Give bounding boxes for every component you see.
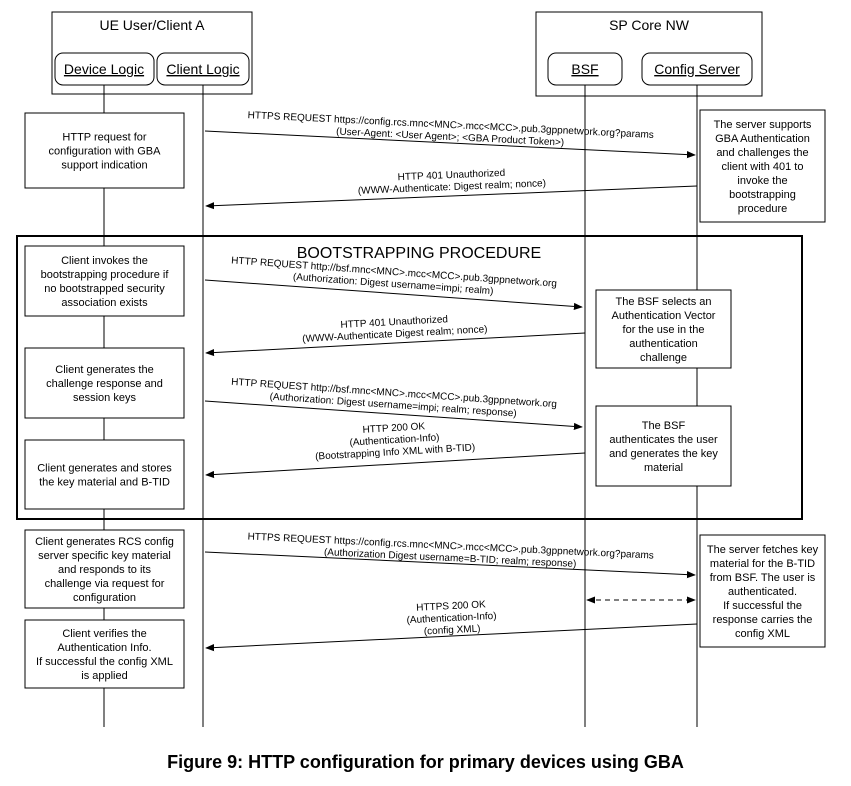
sequence-diagram: UE User/Client A SP Core NW Device Logic…: [16, 11, 826, 727]
message-arrow: [204, 400, 583, 431]
figure-caption: Figure 9: HTTP configuration for primary…: [167, 752, 684, 772]
client-note-line: server specific key material: [38, 550, 171, 562]
bootstrapping-title: BOOTSTRAPPING PROCEDURE: [297, 245, 541, 262]
bsf-box: [547, 52, 623, 86]
client-note-line: Client invokes the: [61, 255, 148, 267]
server-note-line: for the use in the: [623, 324, 705, 336]
bsf-label: BSF: [571, 61, 598, 77]
client-note-line: If successful the config XML: [36, 656, 173, 668]
message-arrow: [205, 623, 698, 652]
message-arrow: [204, 279, 583, 311]
client-logic-box: [156, 52, 250, 86]
server-note-line: authenticates the user: [609, 434, 718, 446]
client-note-box: [24, 347, 185, 419]
server-note-line: The BSF selects an: [616, 296, 712, 308]
server-note-line: invoke the: [737, 175, 787, 187]
client-note-line: challenge via request for: [45, 578, 165, 590]
message-arrow: [205, 332, 586, 357]
message-label-line: HTTP 401 Unauthorized: [397, 168, 505, 183]
server-note-line: config XML: [735, 628, 790, 640]
message-arrow: [204, 551, 696, 579]
server-note-box: [595, 289, 732, 369]
server-note-line: material: [644, 462, 683, 474]
client-logic-label: Client Logic: [166, 61, 239, 77]
client-note-line: is applied: [81, 670, 127, 682]
client-note-line: Client verifies the: [62, 628, 146, 640]
client-note-line: Client generates RCS config: [35, 536, 174, 548]
server-note-line: Authentication Vector: [612, 310, 716, 322]
server-note-line: GBA Authentication: [715, 133, 810, 145]
client-note-line: support indication: [61, 160, 147, 172]
server-note-line: authentication: [629, 338, 698, 350]
client-note-line: association exists: [61, 297, 148, 309]
server-note-line: material for the B-TID: [710, 558, 815, 570]
client-note-box: [24, 245, 185, 317]
bootstrapping-frame: [16, 235, 803, 520]
server-note-box: [699, 109, 826, 223]
client-note-line: bootstrapping procedure if: [41, 269, 170, 281]
client-note-line: no bootstrapped security: [44, 283, 165, 295]
server-note-line: response carries the: [713, 614, 813, 626]
server-note-line: authenticated.: [728, 586, 797, 598]
message-label-line: (config XML): [424, 624, 481, 638]
client-note-line: configuration: [73, 592, 136, 604]
config-server-box: [641, 52, 753, 86]
client-note-line: Client generates and stores: [37, 463, 172, 475]
server-note-line: The server supports: [714, 119, 812, 131]
server-note-line: client with 401 to: [722, 161, 804, 173]
message-label-line: HTTP 200 OK: [362, 421, 425, 436]
server-note-line: procedure: [738, 203, 788, 215]
server-note-box: [699, 534, 826, 648]
server-note-line: bootstrapping: [729, 189, 796, 201]
client-note-line: challenge response and: [46, 378, 163, 390]
message-label-line: (Authentication-Info): [406, 611, 496, 626]
server-note-box: [595, 405, 732, 487]
client-note-line: HTTP request for: [62, 132, 146, 144]
client-note-line: Authentication Info.: [57, 642, 151, 654]
message-arrow: [205, 452, 586, 479]
server-note-line: The BSF: [642, 420, 686, 432]
client-note-line: session keys: [73, 392, 136, 404]
client-note-line: the key material and B-TID: [39, 477, 170, 489]
client-note-box: [24, 112, 185, 189]
sp-group-label: SP Core NW: [609, 17, 690, 33]
server-note-line: from BSF. The user is: [710, 572, 816, 584]
message-label-line: (Authentication-Info): [349, 432, 440, 448]
client-note-box: [24, 439, 185, 510]
client-note-line: Client generates the: [55, 364, 153, 376]
client-note-box: [24, 529, 185, 609]
device-logic-box: [54, 52, 155, 86]
server-note-line: The server fetches key: [707, 544, 819, 556]
client-note-box: [24, 619, 185, 689]
device-logic-label: Device Logic: [64, 61, 144, 77]
message-arrow: [205, 185, 698, 210]
server-note-line: challenge: [640, 352, 687, 364]
server-note-line: If successful the: [723, 600, 802, 612]
config-server-label: Config Server: [654, 61, 740, 77]
server-note-line: and challenges the: [716, 147, 808, 159]
client-note-line: and responds to its: [58, 564, 151, 576]
message-arrow: [204, 130, 696, 159]
client-note-line: configuration with GBA: [49, 146, 162, 158]
message-label-line: HTTPS 200 OK: [416, 599, 486, 613]
server-note-line: and generates the key: [609, 448, 718, 460]
ue-group-label: UE User/Client A: [99, 17, 205, 33]
